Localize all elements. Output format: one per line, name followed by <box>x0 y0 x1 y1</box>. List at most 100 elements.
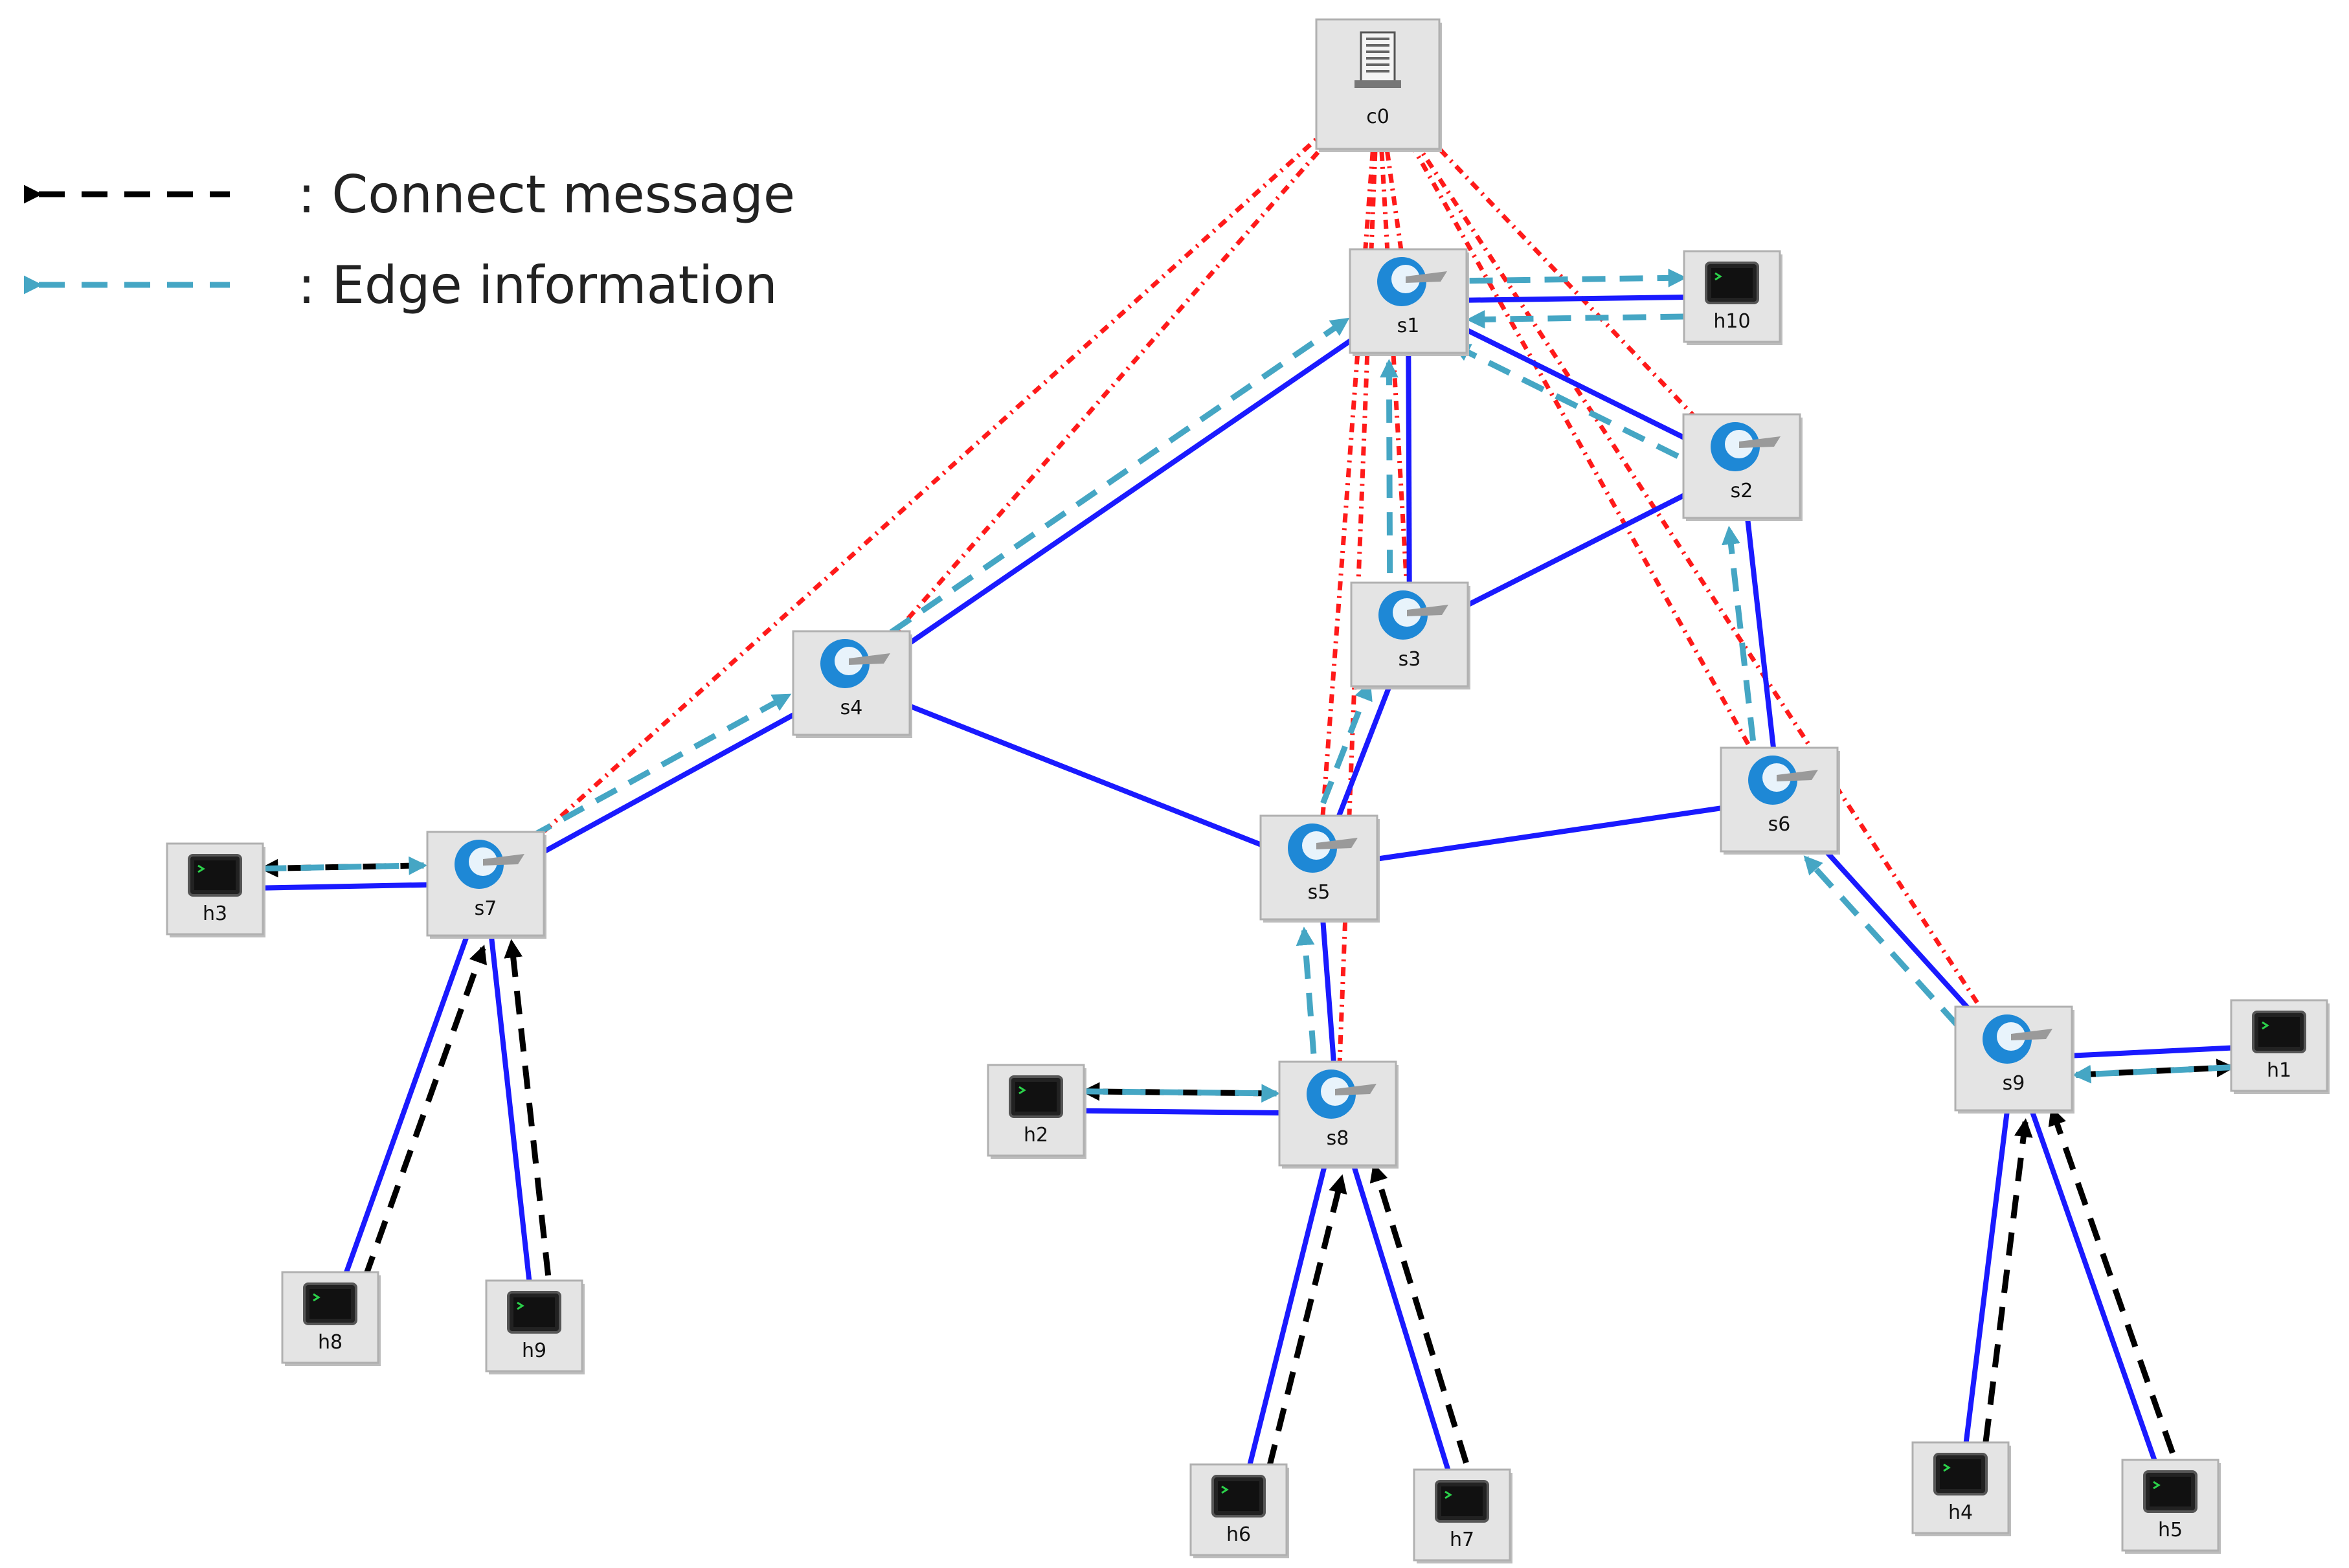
node-label-h4: h4 <box>1948 1501 1973 1524</box>
node-label-h3: h3 <box>203 902 227 925</box>
terminal-icon <box>1705 262 1759 304</box>
connect-message-arrow-h5-s9 <box>2048 1106 2175 1454</box>
edge-information-arrow-s8-s5 <box>1296 926 1317 1054</box>
connect-message-arrow-h6-s8 <box>1266 1174 1347 1468</box>
link-s1-s4 <box>849 298 1410 686</box>
node-label-s5: s5 <box>1308 881 1331 904</box>
link-s7-h9 <box>483 883 537 1327</box>
node-label-s9: s9 <box>2003 1072 2025 1095</box>
edge-information-arrow-h10-s1 <box>1466 309 1684 329</box>
node-label-s7: s7 <box>475 897 497 920</box>
node-s6[interactable]: s6 <box>1720 746 1840 855</box>
node-label-s6: s6 <box>1768 813 1791 836</box>
edge-information-arrow-s2-s1 <box>1451 343 1680 459</box>
nodes-layer: c0 s1 s2 s3 s4 s5 s6 s7 s8 s9 h1 h2 h3 h4 h5 h6 h7 h8 h9 h1… <box>166 18 2330 1563</box>
switch-icon <box>455 840 524 889</box>
node-label-s2: s2 <box>1731 480 1753 502</box>
legend-edge-information: : Edge information <box>23 255 778 315</box>
switch-icon <box>1288 823 1358 873</box>
node-s3[interactable]: s3 <box>1350 581 1470 689</box>
edge-information-arrow-s1-h10 <box>1469 268 1687 287</box>
node-h1[interactable]: h1 <box>2230 999 2330 1094</box>
edge-information-arrow-h1-s9 <box>2072 1064 2232 1084</box>
legend: : Connect message : Edge information <box>23 164 795 315</box>
link-s7-h8 <box>328 882 488 1319</box>
terminal-icon <box>2143 1470 2197 1513</box>
link-s4-s5 <box>850 680 1320 870</box>
terminal-icon <box>188 854 242 897</box>
node-h10[interactable]: h10 <box>1683 250 1782 345</box>
terminal-icon <box>1435 1480 1489 1523</box>
node-label-h1: h1 <box>2267 1059 2291 1082</box>
node-label-h5: h5 <box>2158 1519 2183 1541</box>
terminal-icon <box>303 1282 357 1325</box>
connect-message-arrow-h8-s7 <box>362 945 487 1280</box>
node-s4[interactable]: s4 <box>792 630 912 738</box>
terminal-icon <box>1009 1075 1063 1118</box>
control-links-layer <box>484 82 2016 1114</box>
control-link-c0-s3 <box>1375 84 1412 635</box>
legend-edge-information-label: : Edge information <box>298 255 778 315</box>
legend-connect-message-label: : Connect message <box>298 164 795 225</box>
node-h5[interactable]: h5 <box>2121 1459 2221 1554</box>
node-h9[interactable]: h9 <box>485 1279 585 1374</box>
node-label-h7: h7 <box>1450 1529 1474 1551</box>
controller-server-icon <box>1354 31 1401 88</box>
connect-message-arrow-h9-s7 <box>504 939 552 1276</box>
switch-icon <box>820 639 890 688</box>
terminal-icon <box>1211 1475 1266 1518</box>
switch-icon <box>1377 257 1447 306</box>
edge-information-arrow-h3-s7 <box>263 856 428 875</box>
node-h6[interactable]: h6 <box>1189 1463 1289 1558</box>
node-h7[interactable]: h7 <box>1413 1468 1512 1563</box>
node-s9[interactable]: s9 <box>1954 1005 2074 1114</box>
terminal-icon <box>2252 1011 2306 1053</box>
node-s1[interactable]: s1 <box>1349 248 1469 356</box>
node-label-c0: c0 <box>1366 106 1389 128</box>
switch-icon <box>1711 422 1781 471</box>
link-s1-s3 <box>1406 300 1412 635</box>
node-label-s8: s8 <box>1327 1127 1349 1150</box>
node-s7[interactable]: s7 <box>426 831 546 939</box>
control-link-c0-s4 <box>849 82 1380 685</box>
control-link-c0-s6 <box>1375 83 1782 801</box>
node-c0[interactable]: c0 <box>1315 18 1442 152</box>
edge-information-arrow-h2-s8 <box>1085 1084 1281 1103</box>
switch-icon <box>1307 1070 1377 1119</box>
node-h4[interactable]: h4 <box>1911 1441 2011 1536</box>
terminal-icon <box>1933 1453 1988 1495</box>
switch-icon <box>1983 1014 2052 1064</box>
node-label-h9: h9 <box>522 1339 546 1362</box>
message-arrows-layer <box>259 268 2236 1468</box>
node-h8[interactable]: h8 <box>281 1271 381 1366</box>
edge-information-arrow-s7-s4 <box>528 693 792 840</box>
link-s9-h4 <box>1958 1058 2016 1488</box>
node-h3[interactable]: h3 <box>166 842 265 937</box>
link-s9-h5 <box>2011 1057 2173 1506</box>
node-label-h8: h8 <box>318 1331 343 1354</box>
terminal-icon <box>507 1291 561 1334</box>
switch-icon <box>1748 756 1818 805</box>
node-label-s4: s4 <box>840 697 863 719</box>
switch-icon <box>1378 590 1448 640</box>
connect-message-arrow-h4-s9 <box>1983 1118 2033 1442</box>
connect-message-arrow-h7-s8 <box>1369 1163 1469 1464</box>
link-s8-h6 <box>1236 1113 1340 1510</box>
edge-information-arrow-s4-s1 <box>889 317 1350 635</box>
node-s8[interactable]: s8 <box>1278 1060 1399 1169</box>
control-link-c0-s9 <box>1376 83 2016 1060</box>
node-label-h6: h6 <box>1226 1523 1251 1546</box>
link-s5-s6 <box>1318 797 1780 870</box>
legend-connect-message: : Connect message <box>23 164 795 225</box>
node-h2[interactable]: h2 <box>987 1064 1086 1159</box>
node-label-s1: s1 <box>1397 315 1420 337</box>
link-s4-s7 <box>484 680 853 886</box>
node-label-s3: s3 <box>1399 648 1421 671</box>
node-s5[interactable]: s5 <box>1259 814 1380 923</box>
node-s2[interactable]: s2 <box>1682 413 1803 521</box>
node-label-h2: h2 <box>1024 1124 1048 1147</box>
node-label-h10: h10 <box>1713 310 1750 333</box>
edge-information-arrow-s9-s6 <box>1803 855 1961 1028</box>
control-link-c0-s5 <box>1316 84 1380 868</box>
